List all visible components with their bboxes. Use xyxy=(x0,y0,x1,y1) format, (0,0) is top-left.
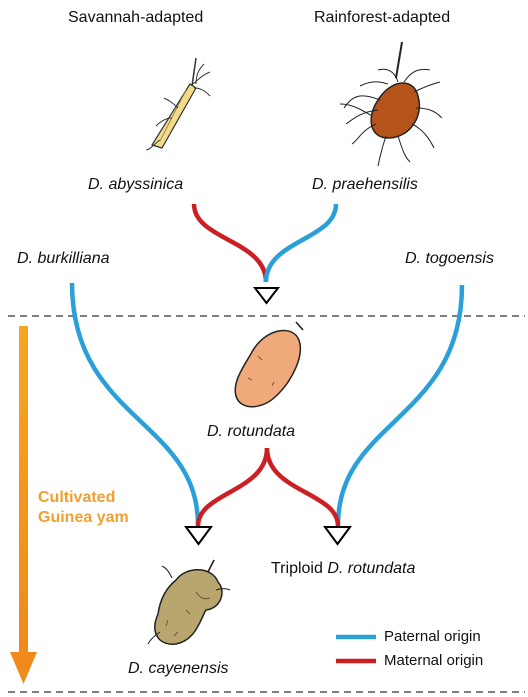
label-triploid-name: D. rotundata xyxy=(327,560,415,577)
merge-triangle-cayenensis xyxy=(186,527,211,544)
label-burkilliana: D. burkilliana xyxy=(17,250,109,268)
label-abyssinica: D. abyssinica xyxy=(88,176,183,194)
merge-triangle-rotundata xyxy=(255,288,278,303)
cultivated-line-1: Cultivated xyxy=(38,488,129,508)
tuber-praehensilis-icon xyxy=(340,42,442,166)
label-cayenensis: D. cayenensis xyxy=(128,660,229,678)
label-triploid-prefix: Triploid xyxy=(271,560,323,577)
label-praehensilis: D. praehensilis xyxy=(312,176,418,194)
tuber-cayenensis-icon xyxy=(148,560,230,644)
line-rotundata-maternal-right xyxy=(267,448,338,526)
cultivated-line-2: Guinea yam xyxy=(38,508,129,528)
line-rotundata-maternal-left xyxy=(198,448,267,526)
merge-triangle-triploid xyxy=(325,527,350,544)
tuber-rotundata-icon xyxy=(235,322,303,407)
cultivated-guinea-yam-label: Cultivated Guinea yam xyxy=(38,488,129,528)
label-triploid-rotundata: Triploid D. rotundata xyxy=(271,560,415,578)
line-praehensilis-paternal xyxy=(266,204,336,282)
tuber-abyssinica-icon xyxy=(146,58,210,150)
legend-maternal-label: Maternal origin xyxy=(384,652,483,669)
cultivation-arrow-head xyxy=(10,652,37,684)
label-rotundata: D. rotundata xyxy=(207,423,295,441)
cultivation-arrow-shaft xyxy=(19,326,28,656)
header-savannah-adapted: Savannah-adapted xyxy=(68,9,203,27)
line-togoensis-paternal xyxy=(338,285,462,525)
label-togoensis: D. togoensis xyxy=(405,250,494,268)
legend-paternal-label: Paternal origin xyxy=(384,628,481,645)
header-rainforest-adapted: Rainforest-adapted xyxy=(314,9,450,27)
line-abyssinica-maternal xyxy=(194,204,266,282)
